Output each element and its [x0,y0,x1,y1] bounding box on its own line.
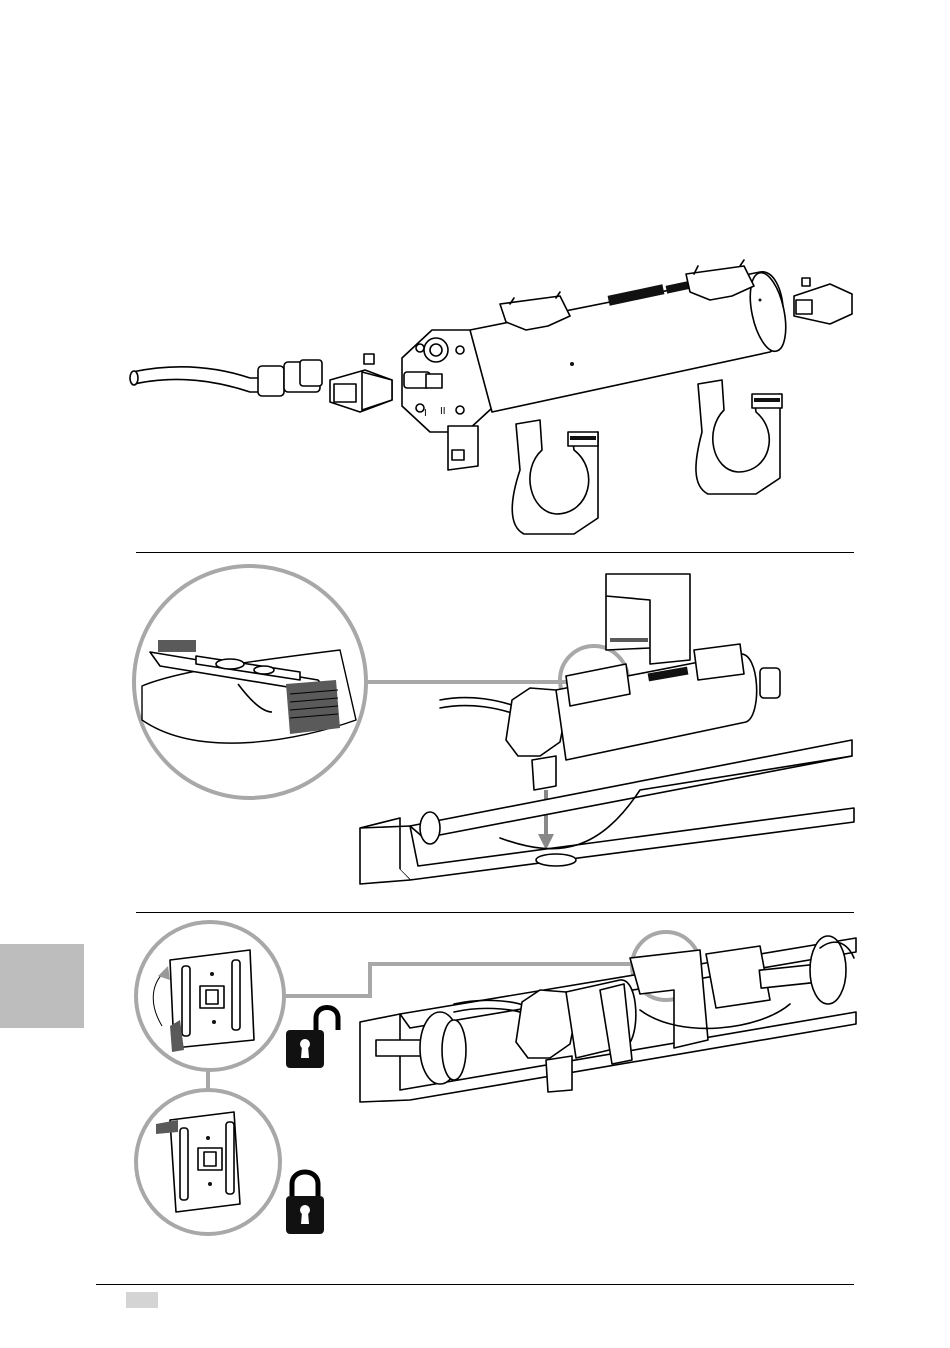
mounting-clip-icon [512,420,598,534]
marking-I: I [424,408,427,419]
unlock-icon [286,1008,338,1069]
insert-motor-into-rail-figure [134,566,854,884]
drive-wheel-icon [794,278,852,324]
bracket-plate-unlocked [153,950,254,1052]
rail-assembly-icon [360,936,856,1102]
marking-II: II [440,406,446,417]
exploded-motor-figure: I II [130,260,852,534]
end-cap-box-icon [606,574,690,664]
lock-icon [286,1172,324,1234]
adapter-ring-icon [330,370,392,412]
small-screw-icon [364,354,374,364]
cable-icon [130,360,322,396]
lock-bracket-figure [136,922,856,1234]
mounting-clip-icon-2 [696,380,782,494]
rail-profile-icon [360,740,854,884]
bracket-plate-locked [156,1112,240,1212]
